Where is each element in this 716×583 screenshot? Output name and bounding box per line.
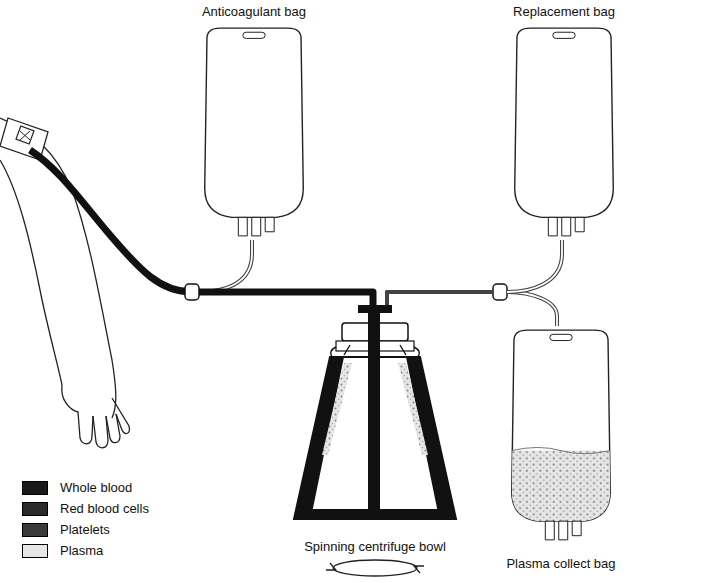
rotation-arrow <box>326 560 424 576</box>
node-label: Replacement bag <box>508 4 620 20</box>
blood-bag: Replacement bag <box>508 4 620 240</box>
legend-row: Platelets <box>22 520 111 541</box>
node-label: Plasma collect bag <box>502 556 620 572</box>
tubing <box>387 292 557 326</box>
blood-bag: Anticoagulant bag <box>198 4 310 240</box>
tubing <box>387 240 562 305</box>
legend-swatch <box>22 523 48 537</box>
tube <box>387 292 493 305</box>
tube <box>387 292 493 305</box>
tube <box>199 240 252 292</box>
legend-label: Platelets <box>60 520 149 540</box>
legend-swatch <box>22 502 48 516</box>
whole-blood-line <box>30 150 192 292</box>
tube <box>507 240 562 292</box>
connector-fitting <box>185 284 199 300</box>
tube <box>199 292 373 305</box>
legend-row: Red blood cells <box>22 499 111 520</box>
blood-bag: Plasma collect bag <box>505 326 617 572</box>
legend-label: Plasma <box>60 541 149 561</box>
tube <box>507 240 562 292</box>
tube <box>507 292 557 326</box>
legend-row: Plasma <box>22 541 111 562</box>
legend-row: Whole blood <box>22 478 111 499</box>
legend-label: Whole blood <box>60 478 149 498</box>
connector-fitting <box>493 284 507 300</box>
node-label: Spinning centrifuge bowl <box>280 539 470 555</box>
legend-label: Red blood cells <box>60 499 149 519</box>
legend-swatch <box>22 544 48 558</box>
tube <box>199 240 252 292</box>
tubing <box>199 240 373 305</box>
legend: Whole bloodRed blood cellsPlateletsPlasm… <box>22 478 111 562</box>
legend-swatch <box>22 481 48 495</box>
centrifuge-bowl: Spinning centrifuge bowl <box>280 305 470 555</box>
arm <box>0 118 129 448</box>
tube <box>507 292 557 326</box>
node-label: Anticoagulant bag <box>198 4 311 20</box>
